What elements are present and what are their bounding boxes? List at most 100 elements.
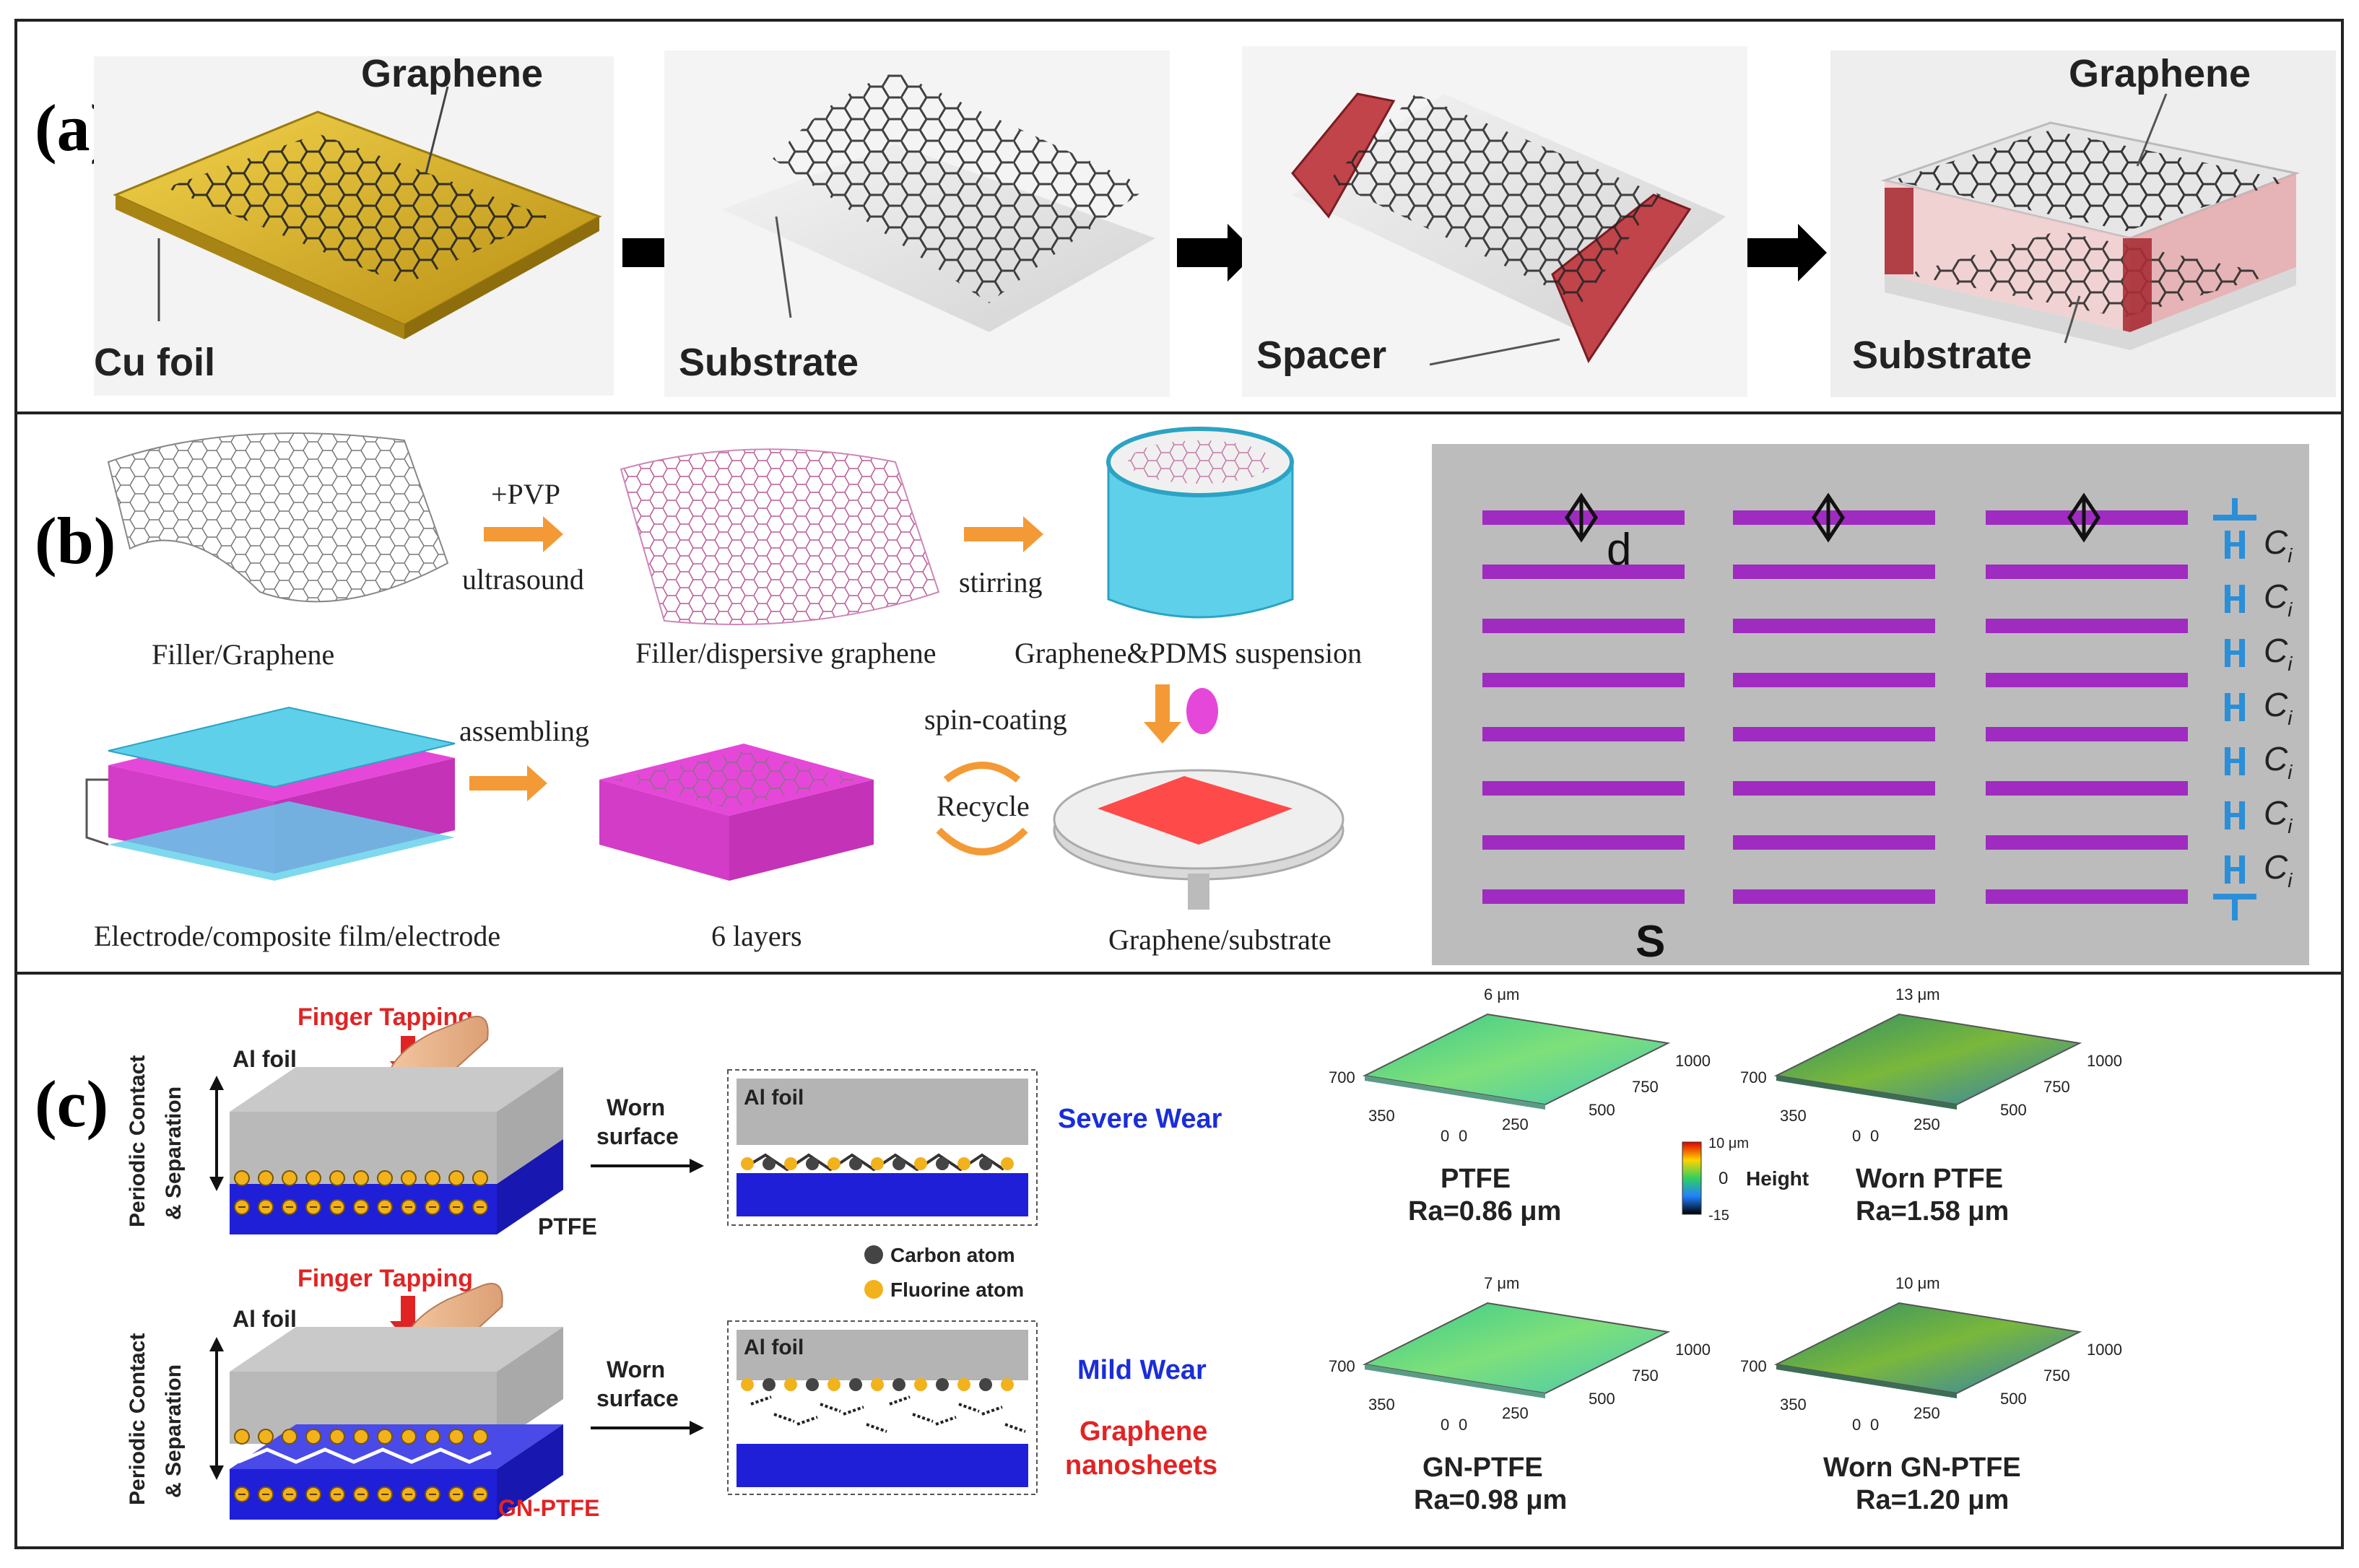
- capacitor-symbol: [2225, 801, 2245, 829]
- orange-arrow-down: [1144, 684, 1181, 744]
- fluorine-atom: [871, 1157, 884, 1170]
- recycle-arrows: [936, 762, 1028, 855]
- panel-b-label: (b): [35, 504, 116, 578]
- fluorine-atom: [871, 1378, 884, 1391]
- plate: [1986, 673, 2188, 687]
- fluorine-atom: [741, 1157, 754, 1170]
- nanosheet: [889, 1395, 911, 1406]
- fluorine-atom: [914, 1157, 927, 1170]
- fluorine-atom: [1001, 1378, 1014, 1391]
- plate: [1733, 835, 1935, 850]
- nanosheet-label-2: nanosheets: [1065, 1450, 1217, 1481]
- map-1-zlabel: 6 μm: [1484, 985, 1519, 1003]
- inset-al-top: Al foil: [744, 1086, 804, 1110]
- spacer-label: Spacer: [1256, 334, 1386, 377]
- surface-map-1: 6 μm 700 350 0 0 250 500 750 1000 PTFE R…: [1329, 985, 1711, 1227]
- cu-foil-label: Cu foil: [94, 341, 215, 384]
- surface-map-2: 13 μm 700 350 0 0 250 500 750 1000 Worn …: [1740, 985, 2122, 1227]
- graphene-label-2: Graphene: [2069, 52, 2251, 95]
- nanosheet: [935, 1416, 957, 1426]
- surface-label-top: surface: [596, 1123, 679, 1149]
- carbon-atom: [892, 1157, 905, 1170]
- plate: [1986, 727, 2188, 741]
- map-1-tick-0: 700: [1329, 1068, 1355, 1086]
- inset-al-bottom: Al foil: [744, 1336, 804, 1359]
- nanosheet: [843, 1406, 864, 1416]
- ptfe-device: Finger Tapping Al foil PTFE Periodic Con…: [126, 1003, 597, 1240]
- fluorine-atom: [741, 1378, 754, 1391]
- orange-arrow-3: [469, 765, 547, 801]
- plate: [1733, 727, 1935, 741]
- carbon-atom: [936, 1157, 949, 1170]
- map-3-tick-1: 350: [1368, 1395, 1395, 1414]
- positive-charge: [377, 1429, 393, 1445]
- ptfe-label: PTFE: [538, 1214, 597, 1240]
- graphene-label-1: Graphene: [361, 52, 543, 95]
- plate: [1986, 889, 2188, 904]
- positive-charge: [448, 1170, 464, 1186]
- surface-charges: [234, 1429, 488, 1502]
- plate: [1733, 619, 1935, 633]
- orange-arrow-1: [484, 516, 563, 552]
- map-2-ra: Ra=1.58 μm: [1856, 1196, 2009, 1227]
- carbon-atom: [763, 1378, 776, 1391]
- map-1-tick-1: 350: [1368, 1107, 1395, 1125]
- process-arrow-3: [1747, 224, 1827, 282]
- positive-charge: [353, 1429, 369, 1445]
- s-label: S: [1635, 917, 1665, 967]
- map-2-tick-2: 0: [1852, 1127, 1861, 1145]
- map-3-tick-5: 500: [1589, 1390, 1615, 1408]
- positive-charge: [425, 1429, 440, 1445]
- al-foil-bottom: Al foil: [233, 1306, 297, 1332]
- map-1-tick-7: 1000: [1675, 1052, 1711, 1070]
- positive-charge: [401, 1429, 417, 1445]
- atom-row: [741, 1378, 1014, 1391]
- map-4-tick-7: 1000: [2087, 1341, 2122, 1359]
- surface-charges: [234, 1170, 488, 1215]
- capacitor-symbol: [2225, 693, 2245, 721]
- axis-label-top-2: & Separation: [162, 1086, 186, 1220]
- cu-foil-illustration: Graphene Cu foil: [94, 52, 614, 396]
- stacked-device-illustration: Graphene Substrate: [1830, 51, 2336, 397]
- spin-coater: [1053, 769, 1344, 910]
- map-1-tick-2: 0: [1441, 1127, 1449, 1145]
- substrate-label-2: Substrate: [1852, 334, 2032, 377]
- nanosheet: [981, 1406, 1003, 1416]
- fluorine-legend: Fluorine atom: [890, 1279, 1024, 1301]
- map-3-tick-3: 0: [1459, 1416, 1467, 1434]
- plate: [1733, 673, 1935, 687]
- carbon-atom: [763, 1157, 776, 1170]
- filler-graphene-sheet: [107, 432, 449, 603]
- map-4-tick-5: 500: [2000, 1390, 2027, 1408]
- fluorine-atom: [957, 1378, 970, 1391]
- positive-charge: [329, 1429, 345, 1445]
- severe-wear-label: Severe Wear: [1058, 1104, 1222, 1134]
- carbon-atom: [979, 1378, 992, 1391]
- carbon-atom: [979, 1157, 992, 1170]
- stirring-label: stirring: [959, 566, 1043, 598]
- fluorine-atom: [827, 1378, 840, 1391]
- positive-charge: [305, 1170, 321, 1186]
- colorbar-label: Height: [1746, 1167, 1809, 1190]
- plate-group: [1482, 510, 2188, 904]
- dispersive-caption: Filler/dispersive graphene: [635, 637, 937, 669]
- carbon-atom: [849, 1378, 862, 1391]
- surface-label-bottom: surface: [596, 1385, 679, 1411]
- map-2-tick-0: 700: [1740, 1068, 1767, 1086]
- orange-arrow-2: [964, 516, 1043, 552]
- worn-arrow-bottom: Worn surface: [591, 1356, 704, 1435]
- surface-map-3: 7 μm 700 350 0 0 250 500 750 1000 GN-PTF…: [1329, 1274, 1711, 1515]
- carbon-atom: [892, 1378, 905, 1391]
- map-4-tick-3: 0: [1870, 1416, 1879, 1434]
- map-2-name: Worn PTFE: [1856, 1164, 2003, 1194]
- plate: [1986, 565, 2188, 579]
- positive-charge: [282, 1170, 297, 1186]
- positive-charge: [234, 1170, 250, 1186]
- plate: [1733, 510, 1935, 525]
- spin-coating-label: spin-coating: [924, 703, 1067, 736]
- map-4-zlabel: 10 μm: [1895, 1274, 1940, 1292]
- plate: [1733, 889, 1935, 904]
- fluorine-atom: [784, 1157, 797, 1170]
- plate: [1482, 781, 1685, 796]
